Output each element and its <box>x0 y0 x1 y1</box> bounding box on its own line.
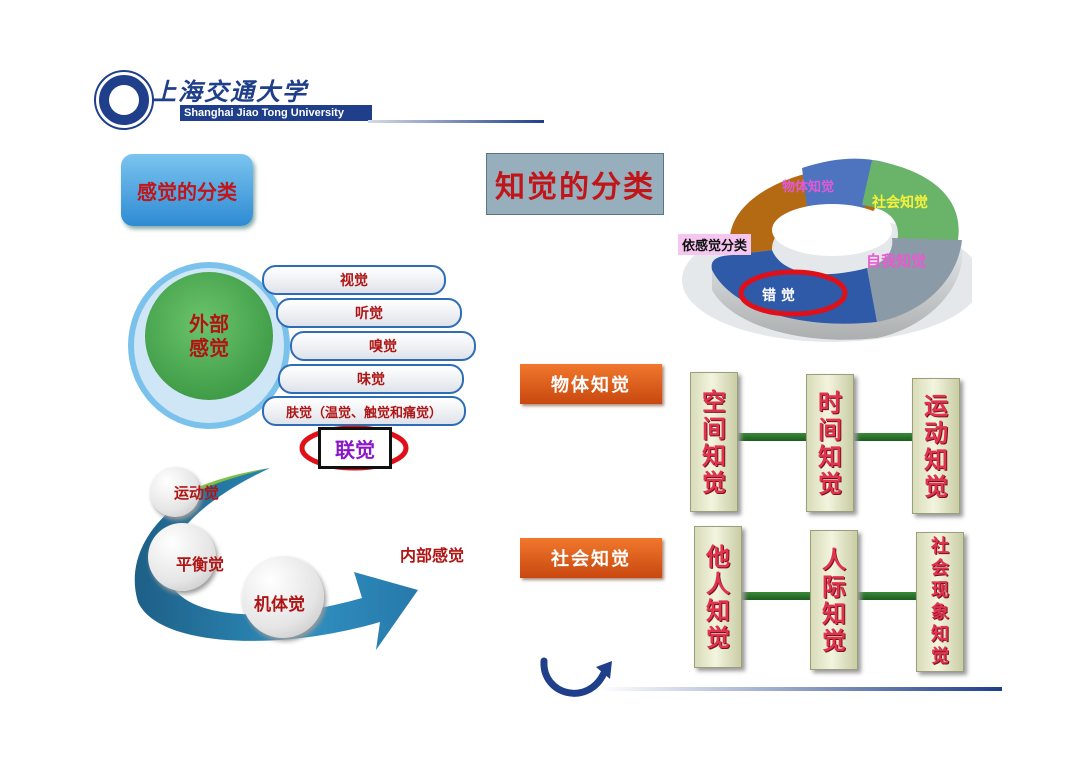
sense-item-skin: 肤觉（温觉、触觉和痛觉） <box>262 396 466 426</box>
pillar-others-perception: 他人知觉 <box>694 526 742 668</box>
donut-label-illusion: 错 觉 <box>762 288 795 304</box>
internal-swoosh-arrow <box>134 468 418 650</box>
header-divider <box>368 120 544 123</box>
donut-segment-social <box>862 160 959 245</box>
donut-label-social: 社会知觉 <box>872 195 928 211</box>
donut-label-sensory: 依感觉分类 <box>678 234 752 255</box>
object-perception-label: 物体知觉 <box>520 364 662 404</box>
footer-divider <box>600 687 1002 691</box>
sense-item-vision: 视觉 <box>262 265 446 295</box>
external-label-2: 感觉 <box>189 336 229 360</box>
pillar-time-perception: 时间知觉 <box>806 374 854 512</box>
internal-item-motion: 运动觉 <box>174 484 220 502</box>
internal-item-balance: 平衡觉 <box>176 555 225 574</box>
connector-bar <box>852 433 912 441</box>
social-perception-label: 社会知觉 <box>520 538 662 578</box>
sense-item-taste: 味觉 <box>278 364 464 394</box>
pillar-social-phenomena-perception: 社会现象知觉 <box>916 532 964 672</box>
donut-segment-self <box>867 238 962 322</box>
sense-item-hearing: 听觉 <box>276 298 462 328</box>
external-label-1: 外部 <box>189 312 229 336</box>
pillar-interpersonal-perception: 人际知觉 <box>810 530 858 670</box>
ball-balance <box>148 523 216 591</box>
perception-title: 知觉的分类 <box>486 153 664 215</box>
university-seal-logo <box>96 72 152 128</box>
perception-donut <box>682 158 972 342</box>
connector-bar <box>740 592 810 600</box>
external-sensation-circle: 外部 感觉 <box>145 272 273 400</box>
ball-organic <box>242 556 324 638</box>
pillar-space-perception: 空间知觉 <box>690 372 738 512</box>
university-name-en: Shanghai Jiao Tong University <box>180 105 372 121</box>
internal-item-organic: 机体觉 <box>254 595 305 615</box>
connector-bar <box>856 592 916 600</box>
illusion-highlight-ring <box>738 269 848 317</box>
synesthesia-box: 联觉 <box>318 427 392 469</box>
donut-label-self: 自我知觉 <box>866 252 927 270</box>
sense-item-smell: 嗅觉 <box>290 331 476 361</box>
pillar-motion-perception: 运动知觉 <box>912 378 960 514</box>
sensation-title: 感觉的分类 <box>121 154 253 226</box>
internal-sensation-label: 内部感觉 <box>400 546 465 565</box>
connector-bar <box>736 433 806 441</box>
return-arrow-icon[interactable] <box>538 655 618 703</box>
ball-motion <box>150 467 200 517</box>
donut-label-object: 物体知觉 <box>782 180 835 195</box>
university-name-cn: 上海交通大学 <box>152 77 308 106</box>
